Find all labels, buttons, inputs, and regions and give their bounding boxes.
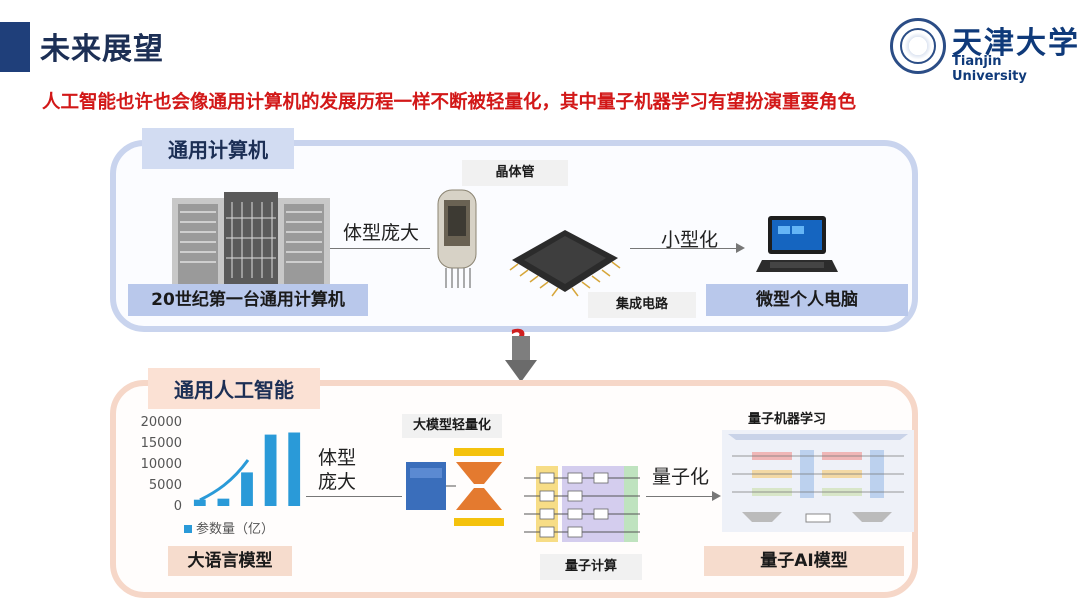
integrated-circuit-image bbox=[509, 230, 621, 297]
y-tick-label: 0 bbox=[174, 499, 182, 514]
arrow-line bbox=[330, 248, 430, 249]
quantum-compute-label: 量子计算 bbox=[540, 554, 642, 580]
legend-swatch bbox=[184, 525, 192, 533]
quantum-circuit-diagram bbox=[524, 466, 640, 542]
bulky-arrow-text: 体型庞大 bbox=[343, 222, 420, 244]
legend-label: 参数量（亿） bbox=[196, 521, 274, 537]
first-computer-label: 20世纪第一台通用计算机 bbox=[128, 284, 368, 316]
quantum-ai-model-label: 量子AI模型 bbox=[704, 546, 904, 576]
chart-bar bbox=[241, 472, 253, 506]
general-computer-tag: 通用计算机 bbox=[142, 128, 294, 169]
miniaturize-arrow-line bbox=[630, 248, 736, 249]
chart-bar bbox=[264, 434, 277, 506]
miniaturize-arrow-text: 小型化 bbox=[661, 229, 719, 251]
integrated-circuit-label: 集成电路 bbox=[588, 292, 696, 318]
y-tick-label: 15000 bbox=[141, 436, 182, 451]
down-arrow-icon bbox=[505, 360, 537, 382]
trend-line bbox=[199, 459, 250, 502]
slide-title: 未来展望 bbox=[40, 32, 164, 67]
micro-pc-label: 微型个人电脑 bbox=[706, 284, 908, 316]
quantize-arrow-line bbox=[646, 496, 712, 497]
chart-bar bbox=[288, 432, 301, 506]
arrow-head-icon bbox=[736, 243, 745, 253]
transistor-image bbox=[437, 189, 477, 288]
general-ai-tag: 通用人工智能 bbox=[148, 368, 320, 409]
quantum-ml-diagram bbox=[722, 430, 914, 532]
qml-label: 量子机器学习 bbox=[748, 412, 827, 427]
university-logo-cn: 天津大学 bbox=[952, 26, 1080, 61]
llm-label: 大语言模型 bbox=[168, 546, 292, 576]
first-computer-image bbox=[172, 192, 330, 288]
y-tick-label: 5000 bbox=[149, 478, 182, 493]
parameter-chart: 20000 15000 10000 5000 0 参数量（亿） bbox=[141, 415, 301, 537]
y-tick-label: 10000 bbox=[141, 457, 182, 472]
university-logo-en: Tianjin University bbox=[952, 54, 1027, 84]
chart-bar bbox=[217, 498, 230, 506]
slide-subtitle: 人工智能也许也会像通用计算机的发展历程一样不断被轻量化，其中量子机器学习有望扮演… bbox=[42, 92, 857, 113]
llm-bulky-arrow-text: 体型庞大 bbox=[318, 447, 357, 493]
lightweight-label: 大模型轻量化 bbox=[402, 414, 502, 438]
university-seal-icon bbox=[890, 18, 946, 74]
quantize-arrow-text: 量子化 bbox=[652, 466, 710, 488]
model-compression-diagram bbox=[406, 448, 504, 526]
transistor-label: 晶体管 bbox=[462, 160, 568, 186]
title-accent-bar bbox=[0, 22, 30, 72]
llm-arrow-line bbox=[306, 496, 402, 497]
chart-bar bbox=[193, 499, 206, 506]
arrow-head-icon bbox=[712, 491, 721, 501]
laptop-image bbox=[756, 216, 838, 272]
y-tick-label: 20000 bbox=[141, 415, 182, 430]
down-arrow-body bbox=[512, 336, 530, 362]
